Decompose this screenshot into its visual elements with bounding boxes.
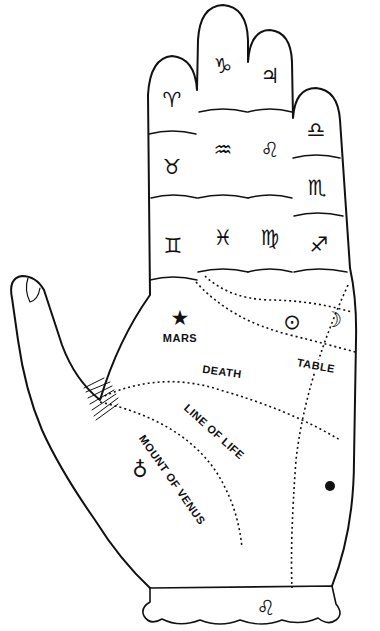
- line-label: DEATH: [200, 363, 245, 382]
- zodiac-sign: ♏: [308, 178, 327, 199]
- zodiac-sign: ♉: [163, 157, 182, 178]
- planet-sign: ♁: [132, 460, 147, 481]
- zodiac-sign: ♓: [214, 228, 233, 249]
- sun-sign: ⊙: [283, 312, 301, 333]
- line-label: LINE OF LIFE: [180, 400, 248, 463]
- zodiac-sign: ♒: [214, 140, 233, 161]
- zodiac-sign: ♊: [164, 236, 183, 257]
- zodiac-sign: ♍: [261, 228, 280, 249]
- line-label: TABLE: [294, 356, 338, 376]
- mount-label: MARS: [161, 332, 199, 345]
- planet-sign: ♃: [261, 66, 280, 87]
- moon-sign: ☽: [324, 310, 343, 331]
- zodiac-sign: ♌: [261, 140, 280, 161]
- zodiac-sign: ♈: [163, 90, 182, 111]
- zodiac-sign: ♎: [307, 120, 326, 141]
- zodiac-sign: ♌: [257, 598, 276, 619]
- star-sign: ★: [171, 308, 190, 329]
- zodiac-sign: ♑: [214, 56, 233, 77]
- zodiac-sign: ♐: [310, 235, 329, 256]
